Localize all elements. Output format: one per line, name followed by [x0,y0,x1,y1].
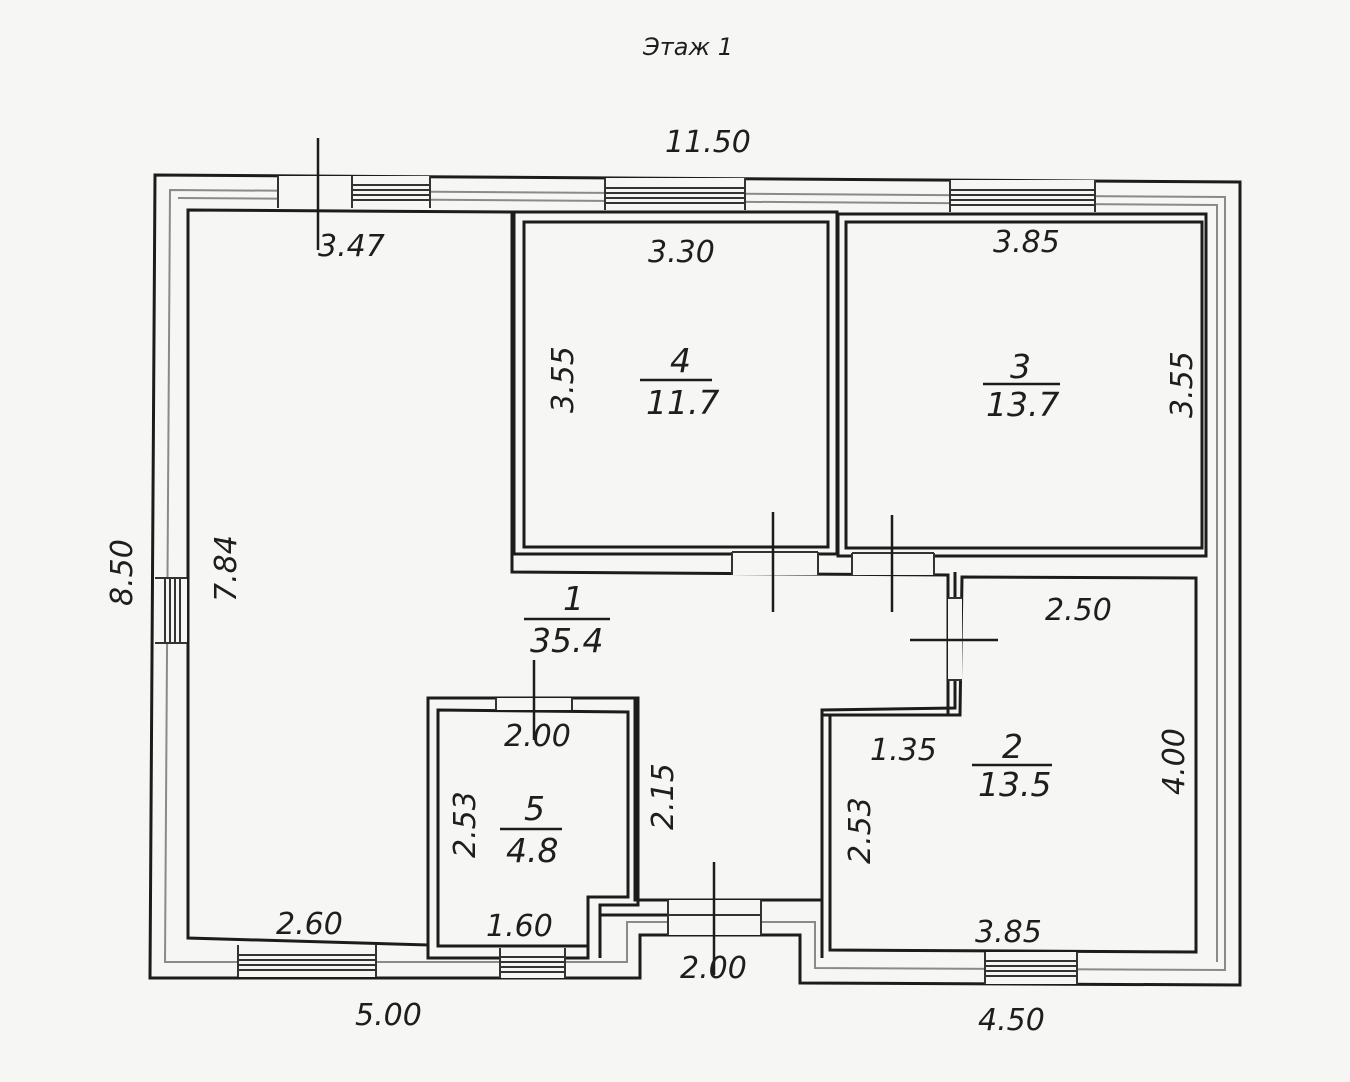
room-label-5: 5 4.8 [500,789,562,870]
dim-room4-top: 3.30 [648,235,715,270]
room-area: 13.7 [986,385,1059,424]
room-area: 11.7 [646,383,719,422]
room-label-1: 1 35.4 [524,579,610,660]
dim-room2-inner-left: 2.53 [843,797,878,864]
window-bottom-2 [499,948,566,978]
room-area: 4.8 [506,831,558,870]
window-top-3 [949,180,1096,212]
window-bottom-1 [237,945,377,977]
dim-overall-height: 8.50 [105,539,140,606]
dim-room4-left: 3.55 [546,346,581,413]
window-bottom-3 [984,952,1078,984]
dim-bottom-right: 4.50 [978,1003,1045,1038]
dim-room3-top: 3.85 [993,225,1060,260]
entrance-door [667,862,762,975]
dim-room2-inner-top: 1.35 [870,733,937,768]
door-room-3 [851,515,935,612]
room-label-2: 2 13.5 [972,727,1052,804]
room-number: 1 [563,579,584,618]
room-3-outline [836,212,1208,558]
dim-room1-top: 3.47 [318,229,385,264]
dim-overall-width: 11.50 [665,125,751,160]
room-number: 4 [670,341,691,380]
room-number: 3 [1010,347,1031,386]
room-label-4: 4 11.7 [640,341,719,422]
dim-room2-top: 2.50 [1045,593,1112,628]
window-top-1 [277,176,431,208]
dim-room5-top: 2.00 [504,719,571,754]
room-number: 2 [1002,727,1023,766]
window-top-2 [604,178,746,210]
door-room-2 [910,597,998,681]
exterior-walls [148,173,1242,987]
dim-room1-left: 7.84 [209,535,244,602]
room-number: 5 [524,789,545,828]
room-label-3: 3 13.7 [983,347,1060,424]
dim-room5-bottom: 1.60 [486,909,553,944]
room-area: 35.4 [530,621,603,660]
dim-bottom-mid: 2.00 [680,951,747,986]
room-area: 13.5 [978,765,1051,804]
dim-bottom-left: 5.00 [355,998,422,1033]
door-room-5 [495,660,573,740]
dim-corridor: 2.15 [646,763,681,830]
dim-room2-bottom: 3.85 [975,915,1042,950]
door-room-4 [731,512,819,612]
window-left [155,577,187,644]
dim-room2-right: 4.00 [1157,728,1192,795]
room-1-outline [186,208,950,947]
dim-room3-right: 3.55 [1165,351,1200,418]
dim-room5-left: 2.53 [448,791,483,858]
dim-room1-bottom: 2.60 [276,907,343,942]
floor-title: Этаж 1 [642,33,733,61]
